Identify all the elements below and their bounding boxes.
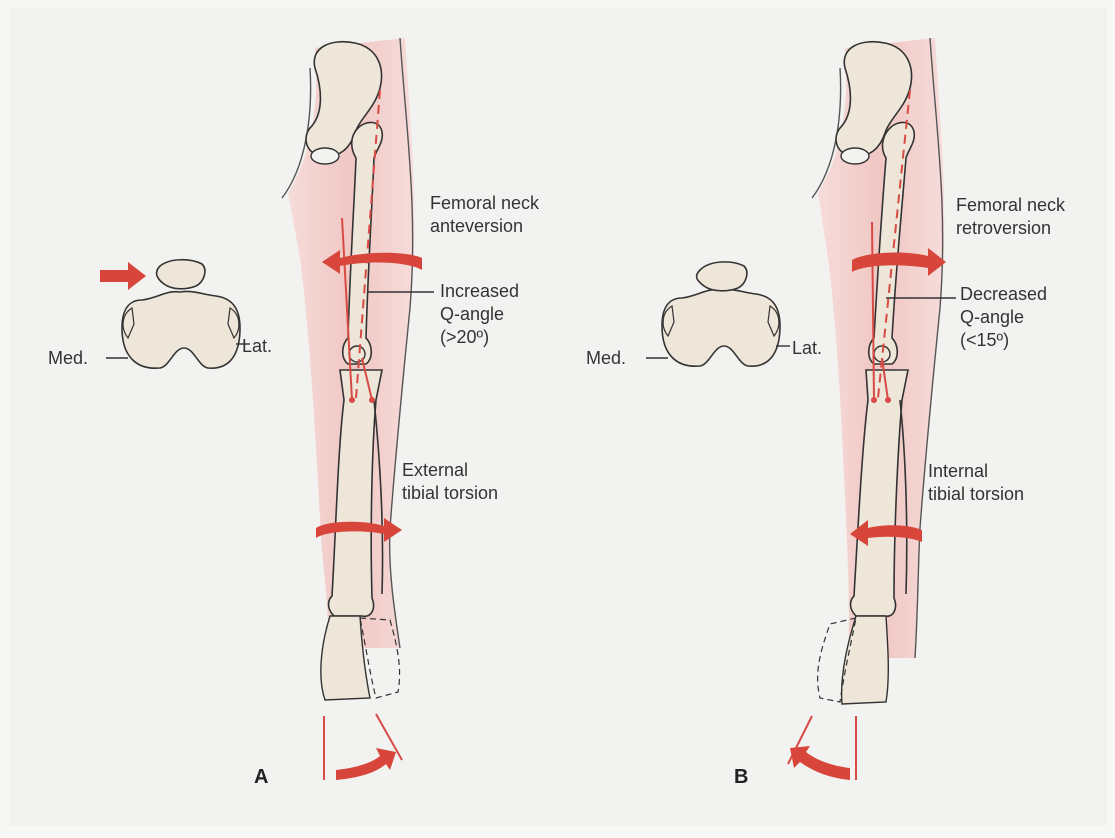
panel-a-tibial-label-line1: External [402, 459, 468, 481]
panel-b-q-label-line2: Q-angle [960, 306, 1024, 328]
panel-b-letter: B [734, 766, 748, 789]
panel-b-obturator [841, 148, 869, 164]
panel-a-q-label-line1: Increased [440, 280, 519, 302]
panel-b-foot-arrow [790, 746, 850, 780]
panel-b-q-label-line1: Decreased [960, 283, 1047, 305]
panel-a-leg [100, 38, 434, 780]
panel-a-axis-dot-2 [369, 397, 375, 403]
panel-b-med-label: Med. [586, 347, 626, 369]
figure-panel: Femoral neck anteversion Increased Q-ang… [10, 8, 1107, 826]
panel-b-tibial-label-line2: tibial torsion [928, 483, 1024, 505]
panel-a-patella-shift-arrow [100, 262, 146, 290]
panel-b-knee-section [646, 262, 790, 366]
panel-b-leg [646, 38, 956, 780]
panel-a-femoral-label-line2: anteversion [430, 215, 523, 237]
panel-a-patella-section [157, 260, 205, 289]
leg-alignment-diagram [10, 8, 1107, 826]
panel-b-knee-condyles [662, 289, 780, 366]
panel-a-tibial-label-line2: tibial torsion [402, 482, 498, 504]
panel-a-axis-dot-1 [349, 397, 355, 403]
panel-b-patella-section [697, 262, 747, 291]
panel-b-axis-dot-1 [871, 397, 877, 403]
panel-a-letter: A [254, 766, 268, 789]
panel-b-q-label-line3: (<15º) [960, 329, 1009, 351]
panel-a-med-label: Med. [48, 347, 88, 369]
panel-a-foot-arrow [336, 748, 396, 780]
panel-a-obturator [311, 148, 339, 164]
panel-a-q-label-line3: (>20º) [440, 326, 489, 348]
panel-b-axis-dot-2 [885, 397, 891, 403]
panel-a-femoral-label-line1: Femoral neck [430, 192, 539, 214]
panel-a-q-label-line2: Q-angle [440, 303, 504, 325]
panel-a-lat-label: Lat. [242, 335, 272, 357]
panel-a-knee-section [100, 228, 250, 368]
panel-b-lat-label: Lat. [792, 337, 822, 359]
panel-b-tibial-label-line1: Internal [928, 460, 988, 482]
panel-a-knee-condyles [122, 291, 240, 368]
panel-b-femoral-label-line1: Femoral neck [956, 194, 1065, 216]
panel-b-foot [842, 616, 889, 704]
panel-b-femoral-label-line2: retroversion [956, 217, 1051, 239]
